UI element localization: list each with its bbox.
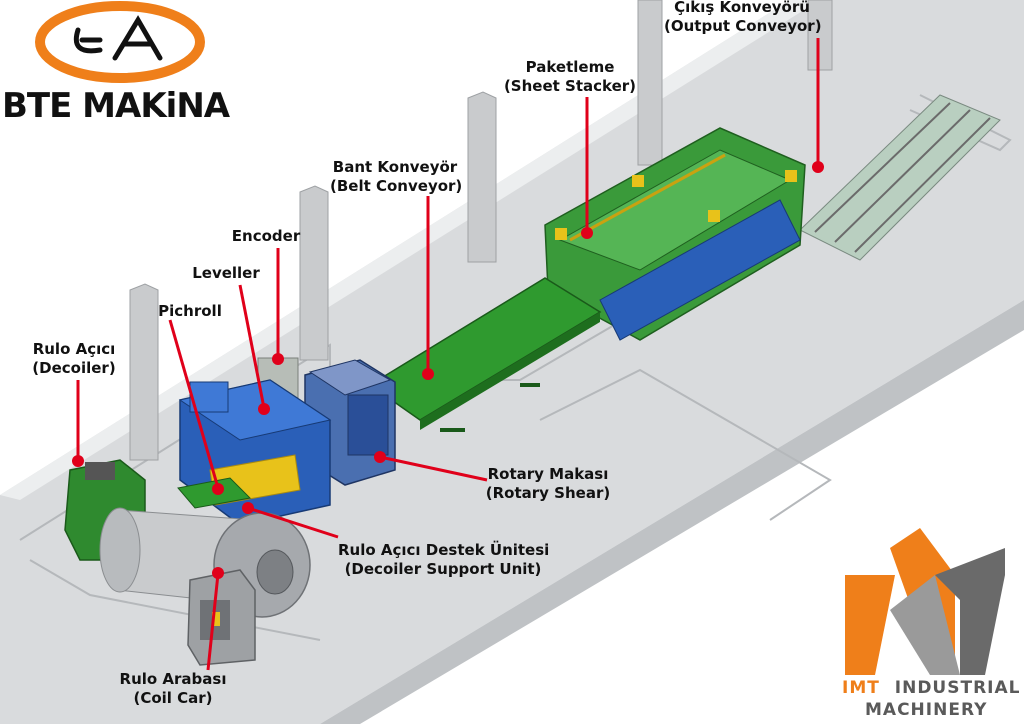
label-rotary-shear-en: (Rotary Shear) — [485, 484, 611, 502]
coil-car — [187, 569, 256, 666]
label-pichroll-tr: Pichroll — [158, 302, 222, 320]
label-coil-car-tr: Rulo Arabası — [119, 670, 227, 688]
label-belt-conveyor-en: (Belt Conveyor) — [330, 177, 463, 195]
sheet-stacker — [544, 127, 806, 341]
label-encoder: Encoder — [226, 227, 306, 246]
label-belt-conveyor-tr: Bant Konveyör — [332, 158, 458, 176]
label-decoiler-support-en: (Decoiler Support Unit) — [344, 560, 542, 578]
label-rotary-shear-tr: Rotary Makası — [487, 465, 609, 483]
label-output-conveyor-tr: Çıkış Konveyörü — [674, 0, 810, 16]
label-sheet-stacker-tr: Paketleme — [525, 58, 615, 76]
label-output-conveyor: Çıkış Konveyörü (Output Conveyor) — [664, 0, 822, 36]
label-coil-car-en: (Coil Car) — [133, 689, 213, 707]
label-sheet-stacker-en: (Sheet Stacker) — [503, 77, 637, 95]
label-decoiler-en: (Decoiler) — [32, 359, 116, 377]
label-pichroll: Pichroll — [150, 302, 230, 321]
output-conveyor — [799, 94, 1001, 261]
label-coil-car: Rulo Arabası (Coil Car) — [118, 670, 228, 708]
belt-conveyor — [368, 277, 602, 432]
label-rotary-shear: Rotary Makası (Rotary Shear) — [478, 465, 618, 503]
bte-wordmark: BTE MAKiNA — [2, 86, 230, 126]
imt-word-industrial: INDUSTRIAL — [894, 678, 1021, 698]
imt-wordmark-line1: IMT INDUSTRIAL — [842, 678, 1020, 698]
support-columns — [129, 0, 833, 461]
label-encoder-tr: Encoder — [231, 227, 301, 245]
imt-wordmark-line2: MACHINERY — [865, 700, 988, 720]
label-belt-conveyor: Bant Konveyör (Belt Conveyor) — [330, 158, 463, 196]
imt-mark: IMT — [842, 678, 880, 698]
label-decoiler: Rulo Açıcı (Decoiler) — [14, 340, 134, 378]
label-decoiler-tr: Rulo Açıcı — [32, 340, 116, 358]
label-decoiler-support: Rulo Açıcı Destek Ünitesi (Decoiler Supp… — [338, 541, 550, 579]
label-decoiler-support-tr: Rulo Açıcı Destek Ünitesi — [338, 541, 550, 559]
label-output-conveyor-en: (Output Conveyor) — [664, 17, 822, 35]
label-sheet-stacker: Paketleme (Sheet Stacker) — [500, 58, 640, 96]
bte-logo — [35, 1, 205, 83]
imt-logo — [845, 528, 1005, 675]
leader-lines — [72, 38, 824, 671]
label-leveller-tr: Leveller — [192, 264, 260, 282]
label-leveller: Leveller — [186, 264, 266, 283]
